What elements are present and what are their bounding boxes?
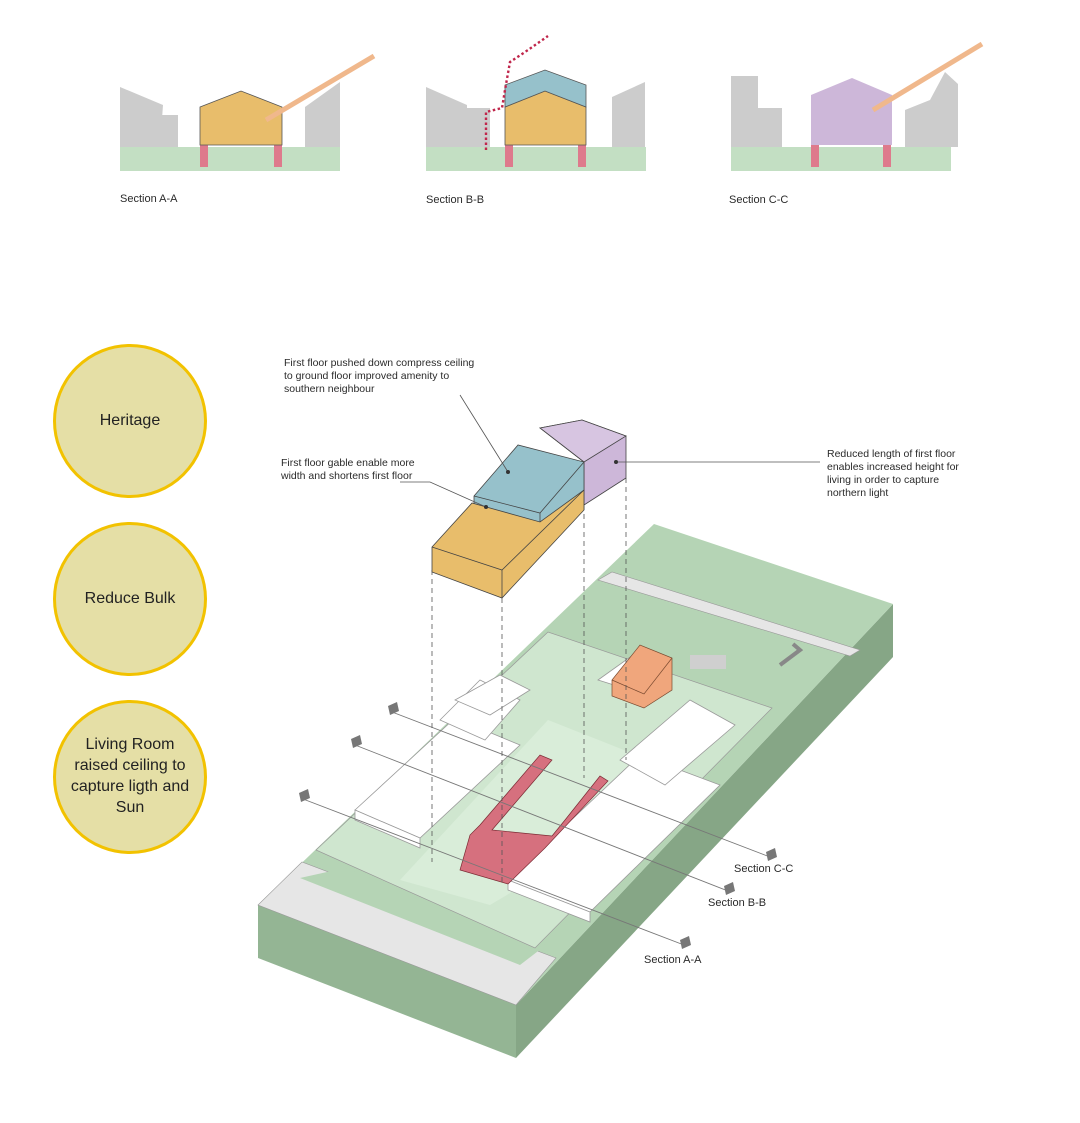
section-b-neighbour-left-low bbox=[467, 108, 490, 147]
section-cut-markers bbox=[299, 702, 777, 949]
section-cut-c bbox=[391, 711, 771, 858]
site-base-front bbox=[258, 905, 516, 1058]
rear-lane bbox=[597, 571, 861, 657]
section-c-c-drawing: Section C-C bbox=[729, 41, 984, 206]
section-a-sun-ray bbox=[264, 53, 376, 123]
annotation-leaders bbox=[400, 394, 820, 508]
section-cut-a bbox=[302, 798, 685, 946]
orange-addition-edge bbox=[611, 657, 673, 695]
rear-fence bbox=[690, 655, 726, 669]
section-a-house-volume bbox=[199, 90, 283, 146]
exploded-volumes bbox=[431, 419, 627, 599]
section-b-neighbour-left bbox=[426, 87, 467, 147]
badge-heritage: Heritage bbox=[53, 344, 207, 498]
section-b-ground bbox=[426, 147, 646, 171]
plan-section-lines bbox=[302, 711, 771, 946]
section-c-living-volume bbox=[811, 78, 892, 145]
badge-living-room-label: Living Room raised ceiling to capture li… bbox=[70, 736, 190, 816]
section-c-ground bbox=[731, 147, 951, 171]
badge-living-room: Living Room raised ceiling to capture li… bbox=[53, 700, 207, 854]
plan-label-section-b: Section B-B bbox=[708, 897, 766, 909]
section-a-pier-left bbox=[200, 145, 208, 167]
section-a-neighbour-left-low bbox=[160, 115, 178, 147]
section-b-neighbour-right bbox=[612, 82, 645, 147]
orange-addition bbox=[611, 644, 673, 709]
section-c-pier-right bbox=[883, 145, 891, 167]
annotation-left: First floor gable enable more width and … bbox=[280, 457, 418, 482]
leader-top bbox=[459, 394, 509, 473]
section-c-sun-ray bbox=[871, 41, 984, 113]
neighbour-houses bbox=[354, 649, 736, 923]
isometric-site-model bbox=[257, 524, 893, 1058]
section-b-pier-left bbox=[505, 145, 513, 167]
section-b-b-drawing: Section B-B bbox=[426, 35, 646, 206]
section-c-neighbour-right bbox=[905, 72, 958, 147]
living-volume-roof bbox=[539, 419, 627, 463]
badge-heritage-label: Heritage bbox=[99, 411, 161, 429]
section-a-a-drawing: Section A-A bbox=[120, 53, 376, 205]
section-c-pier-left bbox=[811, 145, 819, 167]
section-a-neighbour-left bbox=[120, 87, 163, 147]
site-base-side bbox=[516, 604, 893, 1058]
section-a-ground bbox=[120, 147, 340, 171]
plan-label-section-a: Section A-A bbox=[644, 954, 702, 966]
north-marker bbox=[778, 642, 804, 667]
section-a-neighbour-right bbox=[305, 82, 340, 147]
section-cut-b bbox=[354, 744, 729, 892]
section-c-neighbour-left bbox=[731, 76, 782, 147]
street-pavement bbox=[257, 861, 557, 1006]
street-verge bbox=[300, 868, 546, 965]
badge-reduce-bulk: Reduce Bulk bbox=[53, 522, 207, 676]
section-c-label: Section C-C bbox=[729, 194, 788, 206]
projection-lines bbox=[431, 478, 627, 884]
section-b-first-floor bbox=[504, 69, 587, 108]
badge-reduce-bulk-label: Reduce Bulk bbox=[84, 589, 176, 607]
section-b-label: Section B-B bbox=[426, 194, 484, 206]
section-a-label: Section A-A bbox=[120, 193, 178, 205]
leader-left bbox=[400, 481, 487, 508]
annotation-top: First floor pushed down compress ceiling… bbox=[284, 357, 477, 395]
section-b-pier-right bbox=[578, 145, 586, 167]
section-a-pier-right bbox=[274, 145, 282, 167]
proposed-footprint bbox=[459, 754, 609, 885]
leader-dots bbox=[484, 460, 618, 509]
plan-label-section-c: Section C-C bbox=[734, 863, 793, 875]
annotation-right: Reduced length of first floor enables in… bbox=[827, 448, 962, 499]
